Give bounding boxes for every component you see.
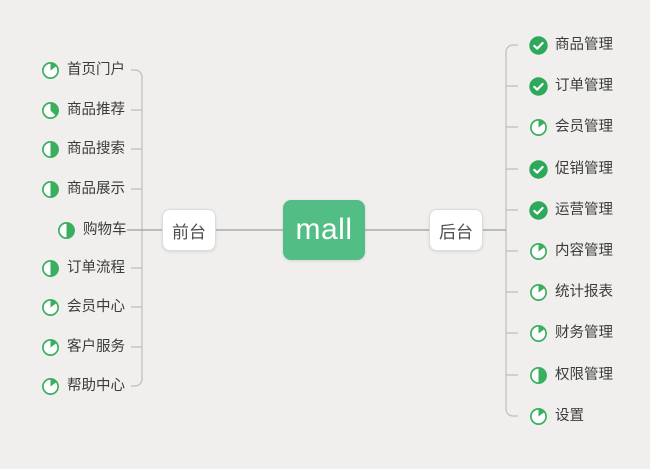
topic-label: 商品搜索: [67, 141, 125, 157]
topic-statistics-report[interactable]: 统计报表: [529, 281, 613, 303]
topic-label: 商品展示: [67, 181, 125, 197]
root-node-label: mall: [295, 213, 353, 246]
topic-product-display[interactable]: 商品展示: [41, 178, 125, 200]
topic-product-search[interactable]: 商品搜索: [41, 138, 125, 160]
task-progress-1-2-icon: [57, 221, 76, 240]
topic-label: 订单流程: [67, 260, 125, 276]
branch-node-frontend-label: 前台: [172, 222, 206, 242]
topic-home-portal[interactable]: 首页门户: [41, 59, 125, 81]
topic-permission-mgmt[interactable]: 权限管理: [529, 364, 613, 386]
topic-member-center[interactable]: 会员中心: [41, 296, 125, 318]
topic-promotion-mgmt[interactable]: 促销管理: [529, 158, 613, 180]
task-progress-1-8-icon: [529, 242, 548, 261]
task-progress-1-2-icon: [529, 366, 548, 385]
topic-label: 购物车: [83, 222, 127, 238]
topic-label: 统计报表: [555, 284, 613, 300]
task-done-check-icon: [529, 35, 548, 55]
topic-label: 内容管理: [555, 243, 613, 259]
topic-label: 设置: [555, 408, 584, 424]
task-progress-1-2-icon: [41, 259, 60, 278]
topic-label: 商品管理: [555, 37, 613, 53]
task-progress-1-8-icon: [41, 298, 60, 317]
task-progress-1-8-icon: [529, 407, 548, 426]
task-progress-1-2-icon: [41, 180, 60, 199]
task-progress-1-8-icon: [41, 338, 60, 357]
task-done-check-icon: [529, 200, 548, 220]
topic-label: 首页门户: [67, 62, 125, 78]
branch-node-backend[interactable]: 后台: [429, 209, 483, 251]
topic-help-center[interactable]: 帮助中心: [41, 375, 125, 397]
task-progress-1-8-icon: [529, 118, 548, 137]
task-progress-1-2-icon: [41, 140, 60, 159]
topic-label: 会员中心: [67, 299, 125, 315]
topic-shopping-cart[interactable]: 购物车: [57, 219, 127, 241]
root-node-mall[interactable]: mall: [283, 200, 365, 260]
branch-node-backend-label: 后台: [439, 222, 473, 242]
task-done-check-icon: [529, 159, 548, 179]
topic-order-flow[interactable]: 订单流程: [41, 257, 125, 279]
task-progress-3-8-icon: [41, 101, 60, 120]
topic-label: 帮助中心: [67, 378, 125, 394]
branch-node-frontend[interactable]: 前台: [162, 209, 216, 251]
topic-label: 订单管理: [555, 78, 613, 94]
topic-label: 商品推荐: [67, 102, 125, 118]
topic-finance-mgmt[interactable]: 财务管理: [529, 322, 613, 344]
topic-label: 财务管理: [555, 325, 613, 341]
topic-order-mgmt[interactable]: 订单管理: [529, 75, 613, 97]
task-done-check-icon: [529, 76, 548, 96]
task-progress-1-8-icon: [41, 377, 60, 396]
topic-settings[interactable]: 设置: [529, 405, 584, 427]
topic-label: 运营管理: [555, 202, 613, 218]
topic-operation-mgmt[interactable]: 运营管理: [529, 199, 613, 221]
task-progress-1-8-icon: [529, 283, 548, 302]
topic-label: 权限管理: [555, 367, 613, 383]
topic-label: 促销管理: [555, 161, 613, 177]
topic-label: 客户服务: [67, 339, 125, 355]
topic-label: 会员管理: [555, 119, 613, 135]
topic-member-mgmt[interactable]: 会员管理: [529, 116, 613, 138]
topic-content-mgmt[interactable]: 内容管理: [529, 240, 613, 262]
topic-customer-service[interactable]: 客户服务: [41, 336, 125, 358]
task-progress-1-8-icon: [529, 324, 548, 343]
topic-product-mgmt[interactable]: 商品管理: [529, 34, 613, 56]
task-progress-1-8-icon: [41, 61, 60, 80]
topic-product-recommend[interactable]: 商品推荐: [41, 99, 125, 121]
